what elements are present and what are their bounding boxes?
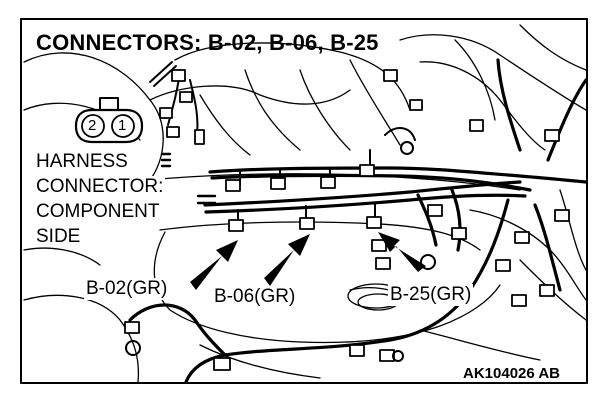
harness-side-line-2: CONNECTOR: xyxy=(36,176,166,198)
connector-boxes xyxy=(124,69,570,371)
connector-label-b-02: B-02(GR) xyxy=(84,278,170,300)
arrow-b-06 xyxy=(264,234,310,286)
harness-side-line-1: HARNESS xyxy=(36,151,128,172)
harness-lead-lines xyxy=(160,152,217,205)
pin-number-1: 1 xyxy=(118,117,127,134)
arrow-b-02 xyxy=(190,240,238,290)
figure-frame xyxy=(20,18,588,384)
ground-lugs xyxy=(125,141,436,362)
harness-side-line-4: SIDE xyxy=(36,226,81,247)
connector-label-b-25: B-25(GR) xyxy=(388,284,474,306)
pin-number-2: 2 xyxy=(88,117,97,134)
harness-branches xyxy=(149,61,416,223)
connector-b-02 xyxy=(228,219,244,232)
diagram-title: CONNECTORS: B-02, B-06, B-25 xyxy=(36,30,379,55)
connector-b-06 xyxy=(299,217,315,230)
harness-side-line-3: COMPONENT xyxy=(36,201,162,223)
arrow-b-25 xyxy=(378,232,426,272)
wiring-harness xyxy=(128,58,588,384)
connector-label-b-06: B-06(GR) xyxy=(212,286,298,308)
pointer-arrows xyxy=(190,232,426,290)
connector-b-25 xyxy=(366,216,382,229)
figure-code: AK104026 AB xyxy=(461,365,562,382)
connector-face-symbol xyxy=(74,97,144,144)
